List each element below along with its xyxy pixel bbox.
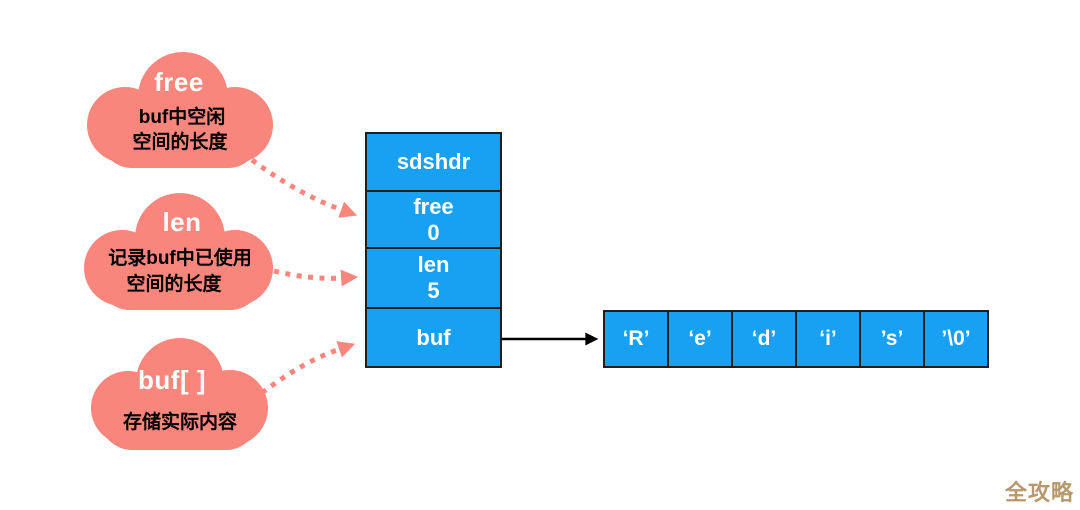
struct-cell-sdshdr: sdshdr bbox=[365, 132, 502, 192]
char-array: ‘R’ ‘e’ ‘d’ ‘i’ ’s’ ’\0’ bbox=[603, 310, 989, 368]
watermark-text: 全攻略 bbox=[1004, 480, 1074, 505]
char-cell-5: ’\0’ bbox=[923, 310, 989, 368]
cloud-buf-title: buf[ ] bbox=[138, 365, 206, 395]
struct-cell-label: len bbox=[417, 252, 450, 277]
cloud-len-title: len bbox=[162, 207, 202, 237]
char-cell-0: ‘R’ bbox=[603, 310, 669, 368]
struct-cell-label: buf bbox=[416, 324, 451, 350]
struct-cell-free: free 0 bbox=[365, 190, 502, 249]
dotted-arrow-free bbox=[250, 157, 358, 218]
dotted-arrow-len bbox=[273, 268, 359, 287]
struct-cell-label: free bbox=[413, 193, 454, 219]
char-cell-2: ‘d’ bbox=[731, 310, 797, 368]
struct-cell-label: sdshdr bbox=[396, 149, 471, 174]
char-cell-1: ‘e’ bbox=[667, 310, 733, 368]
cloud-len-line-2: 空间的长度 bbox=[126, 274, 222, 295]
struct-cell-buf: buf bbox=[365, 307, 502, 368]
char-cell-4: ’s’ bbox=[859, 310, 925, 368]
sdshdr-struct: sdshdr free 0 len 5 buf bbox=[365, 132, 502, 368]
cloud-free-line-2: 空间的长度 bbox=[132, 132, 228, 153]
struct-cell-len: len 5 bbox=[365, 247, 502, 309]
cloud-shape-len bbox=[84, 193, 273, 310]
struct-cell-value: 0 bbox=[427, 219, 440, 245]
dotted-arrow-buf bbox=[260, 341, 356, 395]
cloud-shape-free bbox=[87, 52, 273, 168]
cloud-free-line-1: buf中空闲 bbox=[138, 107, 226, 128]
cloud-free-title: free bbox=[154, 67, 204, 97]
cloud-shape-buf bbox=[91, 338, 268, 450]
cloud-buf-line-1: 存储实际内容 bbox=[122, 412, 237, 433]
cloud-len-line-1: 记录buf中已使用 bbox=[108, 248, 252, 269]
char-cell-3: ‘i’ bbox=[795, 310, 861, 368]
struct-cell-value: 5 bbox=[427, 278, 440, 303]
